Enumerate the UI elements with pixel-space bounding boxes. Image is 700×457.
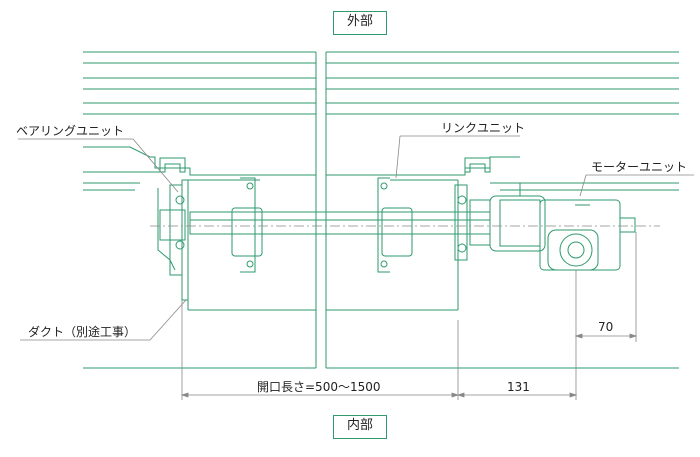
- right-link-block: [377, 177, 413, 273]
- dimension-131: 131: [507, 380, 530, 394]
- shaft: [189, 211, 491, 235]
- duct-right: [326, 179, 459, 311]
- leader-lines: [18, 135, 694, 341]
- motor-unit: [489, 183, 636, 271]
- opening-length-dimension: 開口長さ=500〜1500: [257, 380, 381, 394]
- bearing-unit-label: ベアリングユニット: [16, 124, 125, 138]
- duct-left: [187, 179, 316, 311]
- duct-label: ダクト（別途工事）: [28, 325, 137, 339]
- center-seam: [315, 52, 327, 368]
- inside-label-box: 内部: [333, 415, 387, 439]
- outside-label-box: 外部: [333, 11, 387, 35]
- motor-unit-label: モーターユニット: [591, 160, 688, 174]
- upper-louver-lines: [83, 51, 679, 115]
- dimension-70: 70: [598, 320, 614, 334]
- link-unit-label: リンクユニット: [441, 121, 526, 135]
- right-bearing-unit: [454, 184, 491, 261]
- left-link-block: [231, 177, 263, 273]
- top-frame: [83, 146, 679, 191]
- left-bearing-unit: [157, 179, 189, 301]
- dimension-lines: [180, 232, 638, 400]
